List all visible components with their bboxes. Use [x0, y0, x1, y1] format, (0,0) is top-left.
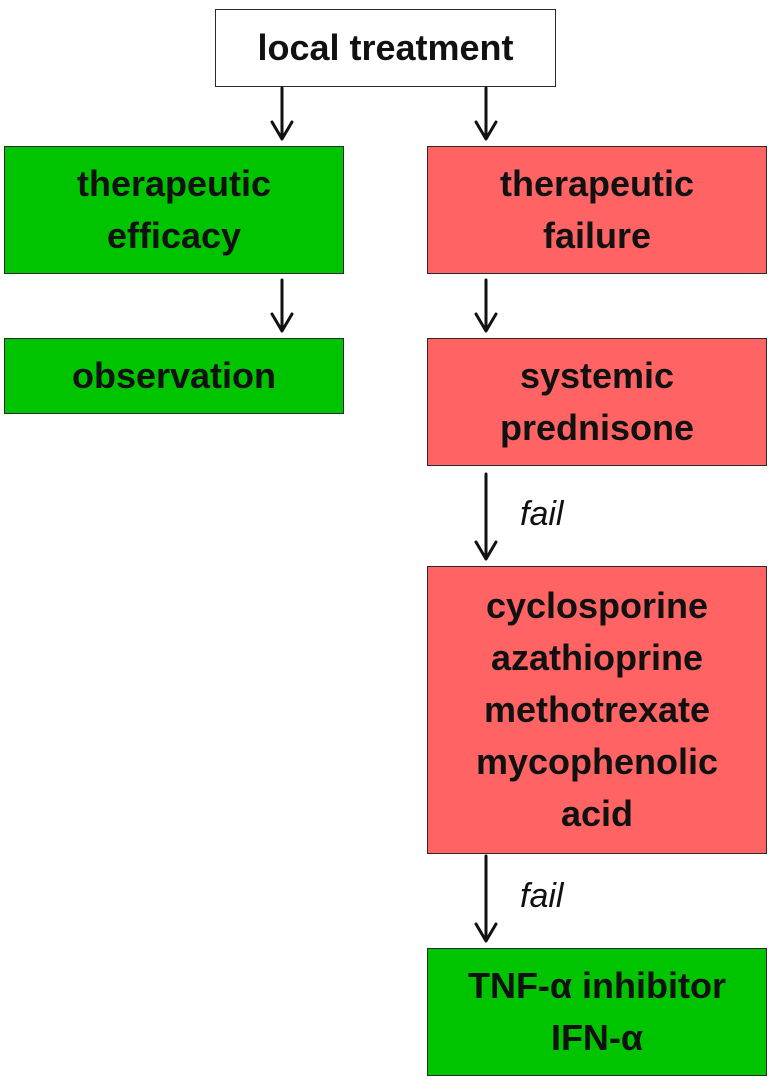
arrow-failure-to-prednisone [474, 278, 498, 333]
systemic-prednisone-label: systemic prednisone [500, 350, 694, 454]
edge-label-fail-2: fail [520, 877, 564, 915]
immunosuppressants-node: cyclosporine azathioprine methotrexate m… [427, 566, 767, 854]
observation-node: observation [4, 338, 344, 414]
therapeutic-efficacy-line-1: therapeutic [76, 163, 272, 204]
arrow-efficacy-to-observation [270, 278, 294, 333]
local-treatment-node: local treatment [215, 9, 556, 87]
arrow-prednisone-to-immunosuppressants [474, 472, 498, 561]
local-treatment-label: local treatment [257, 27, 514, 68]
arrow-local-to-efficacy [270, 86, 294, 141]
edge-label-fail-1: fail [520, 495, 564, 533]
therapeutic-efficacy-node: therapeutic efficacy [4, 146, 344, 274]
immunosuppressant-acid: acid [560, 793, 634, 834]
therapeutic-failure-line-2: failure [542, 215, 652, 256]
arrow-immunosuppressants-to-biologics [474, 854, 498, 943]
biologic-tnf-alpha-inhibitor: TNF-α inhibitor [467, 965, 727, 1006]
therapeutic-failure-node: therapeutic failure [427, 146, 767, 274]
therapeutic-efficacy-label: therapeutic efficacy [77, 158, 271, 262]
systemic-prednisone-line-2: prednisone [499, 407, 695, 448]
immunosuppressant-azathioprine: azathioprine [490, 637, 704, 678]
arrow-local-to-failure [474, 86, 498, 141]
therapeutic-efficacy-line-2: efficacy [106, 215, 242, 256]
systemic-prednisone-node: systemic prednisone [427, 338, 767, 466]
immunosuppressants-label: cyclosporine azathioprine methotrexate m… [476, 580, 718, 840]
immunosuppressant-cyclosporine: cyclosporine [485, 585, 709, 626]
systemic-prednisone-line-1: systemic [519, 355, 675, 396]
immunosuppressant-mycophenolic: mycophenolic [475, 741, 719, 782]
biologics-label: TNF-α inhibitor IFN-α [468, 960, 726, 1064]
therapeutic-failure-line-1: therapeutic [499, 163, 695, 204]
observation-label: observation [71, 355, 277, 396]
biologics-node: TNF-α inhibitor IFN-α [427, 948, 767, 1076]
therapeutic-failure-label: therapeutic failure [500, 158, 694, 262]
immunosuppressant-methotrexate: methotrexate [483, 689, 711, 730]
biologic-ifn-alpha: IFN-α [550, 1017, 644, 1058]
